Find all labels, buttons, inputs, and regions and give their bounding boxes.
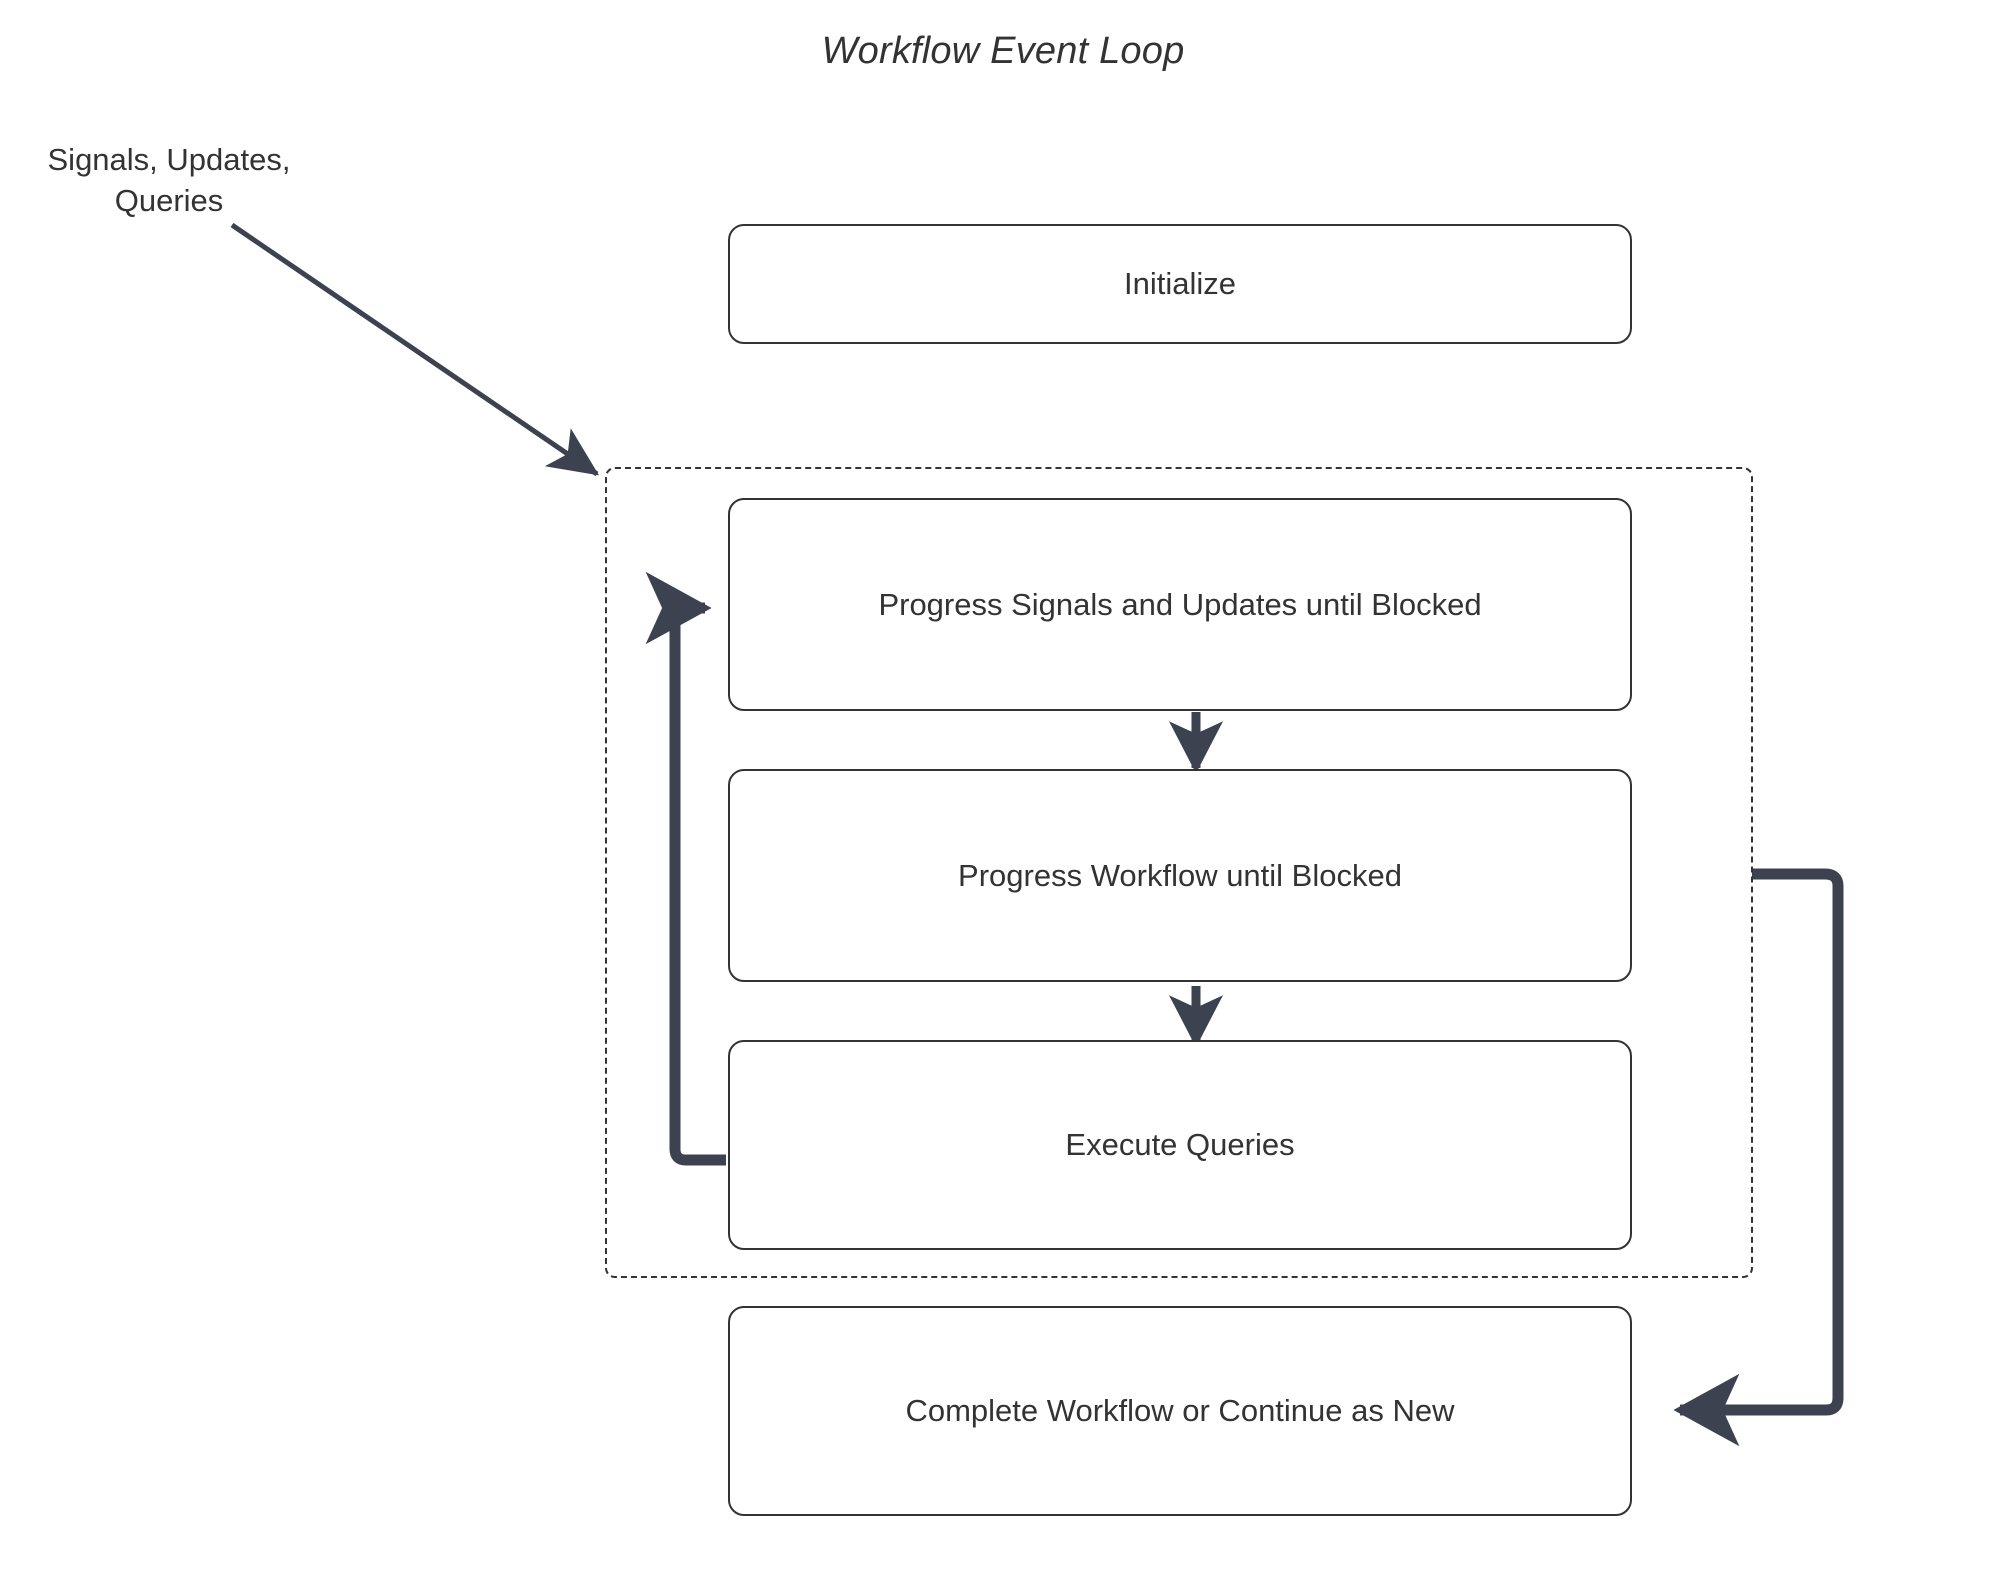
external-input-label-line2: Queries — [114, 182, 224, 218]
external-input-label: Signals, Updates, Queries — [14, 140, 324, 222]
edge-queries-loopback — [645, 571, 726, 1166]
node-execute-queries-label: Execute Queries — [1065, 1127, 1295, 1162]
node-initialize-label: Initialize — [1124, 266, 1236, 301]
external-input-label-line1: Signals, Updates, — [47, 142, 291, 177]
node-progress-workflow[interactable]: Progress Workflow until Blocked — [728, 769, 1632, 982]
node-complete-workflow-label: Complete Workflow or Continue as New — [905, 1393, 1455, 1428]
node-execute-queries[interactable]: Execute Queries — [728, 1040, 1632, 1250]
edge-external-to-loop — [230, 222, 600, 477]
node-progress-workflow-label: Progress Workflow until Blocked — [958, 857, 1402, 893]
node-progress-signals[interactable]: Progress Signals and Updates until Block… — [728, 498, 1632, 711]
event-loop-region — [605, 467, 1753, 1278]
node-initialize[interactable]: Initialize — [728, 224, 1632, 344]
page-title: Workflow Event Loop — [821, 30, 1185, 72]
node-complete-workflow[interactable]: Complete Workflow or Continue as New — [728, 1306, 1632, 1516]
node-progress-signals-label: Progress Signals and Updates until Block… — [878, 586, 1482, 622]
edge-loop-to-complete — [1673, 868, 1844, 1447]
